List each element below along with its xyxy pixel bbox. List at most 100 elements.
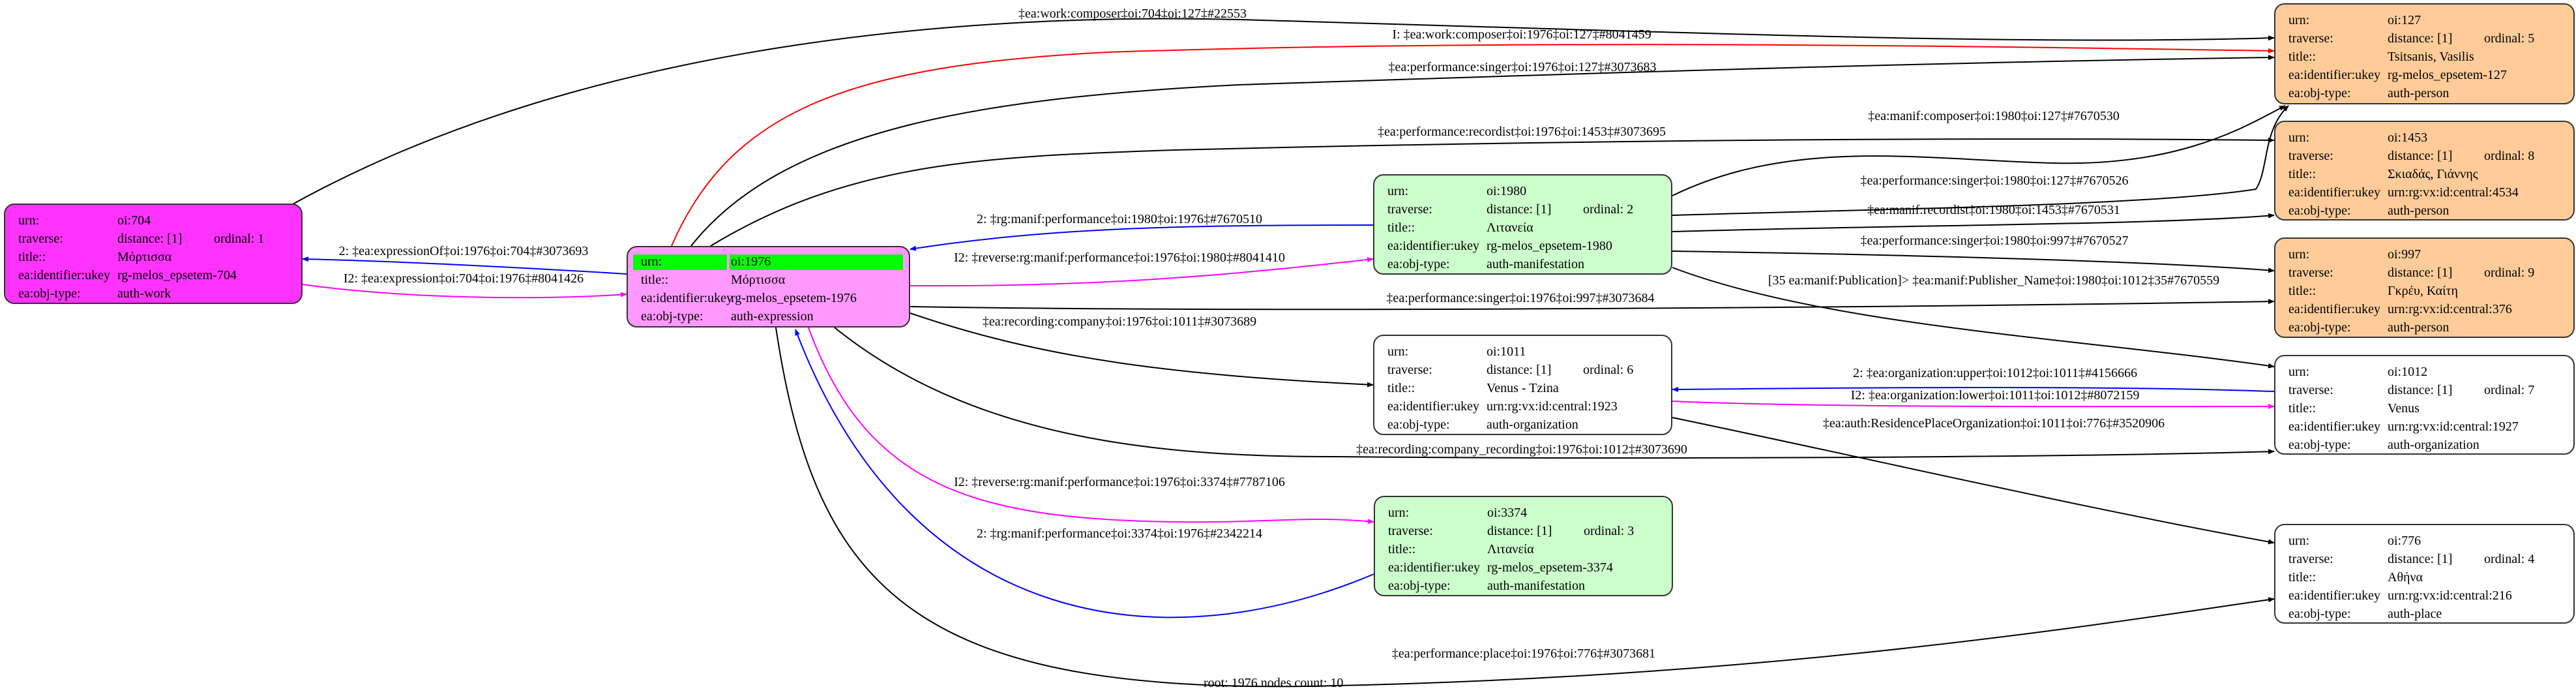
row-key: ea:identifier:ukey (1387, 239, 1480, 253)
node-row-traverse: traverse:distance: [1]ordinal: 2 (1374, 200, 1671, 219)
row-key: traverse: (2288, 383, 2333, 397)
row-key: urn: (18, 213, 40, 228)
row-value: Μόρτισσα (731, 273, 786, 287)
row-ordinal: ordinal: 8 (2484, 149, 2535, 163)
edge-label: ‡ea:performance:singer‡oi:1980‡oi:127‡#7… (1860, 174, 2128, 188)
edge-1980-to-127 (1672, 105, 2289, 216)
row-key: urn: (2288, 130, 2310, 145)
row-value: Venus - Tzina (1487, 381, 1559, 395)
edge-label: ‡ea:performance:place‡oi:1976‡oi:776‡#30… (1392, 647, 1655, 661)
edge-label: 2: ‡rg:manif:performance‡oi:1980‡oi:1976… (977, 212, 1262, 226)
row-key: ea:identifier:ukey (2288, 419, 2381, 434)
node-row-urn: urn:oi:1980 (1374, 182, 1671, 200)
row-key: title:: (1387, 221, 1415, 235)
row-value: Μόρτισσα (117, 250, 172, 264)
row-key: ea:identifier:ukey (1388, 560, 1481, 575)
edge-704-to-1976 (302, 284, 627, 299)
row-key: traverse: (2288, 149, 2333, 163)
edge-label: ‡ea:work:composer‡oi:704‡oi:127‡#22553 (1018, 7, 1247, 21)
row-key: urn: (1388, 506, 1410, 520)
row-key: ea:obj-type: (2288, 438, 2351, 452)
edge-1980-to-1453 (1672, 213, 2275, 232)
row-value: Venus (2388, 401, 2420, 416)
row-value: auth-manifestation (1487, 579, 1585, 593)
row-value: distance: [1] (1487, 363, 1552, 377)
edge-1976-to-1012 (834, 327, 2275, 459)
node-row-type: ea:obj-type:auth-organization (1374, 416, 1671, 434)
row-value: auth-place (2388, 607, 2442, 621)
node-row-title: title::Γκρέυ, Καίτη (2275, 282, 2573, 300)
row-value: urn:rg:vx:id:central:1927 (2388, 419, 2519, 434)
row-value: auth-person (2388, 204, 2450, 218)
row-key: title:: (2288, 570, 2317, 585)
node-row-urn: urn:oi:1976 (628, 252, 909, 271)
node-row-type: ea:obj-type:auth-person (2275, 202, 2573, 220)
node-row-urn: urn:oi:127 (2275, 11, 2573, 29)
row-ordinal: ordinal: 6 (1583, 363, 1634, 377)
node-row-traverse: traverse: distance: [1] ordinal: 4 (2275, 550, 2573, 568)
row-value: distance: [1] (117, 232, 183, 246)
row-key: title:: (641, 273, 669, 287)
row-value: rg-melos_epsetem-127 (2388, 68, 2507, 82)
row-key: traverse: (1387, 363, 1432, 377)
node-row-traverse: traverse:distance: [1]ordinal: 5 (2275, 29, 2573, 48)
row-key: title:: (2288, 401, 2317, 416)
row-key: ea:identifier:ukey (1387, 399, 1480, 414)
row-ordinal: ordinal: 4 (2484, 552, 2535, 566)
row-key: ea:obj-type: (1388, 579, 1451, 593)
row-key: ea:obj-type: (2288, 607, 2351, 621)
edge-label: I: ‡ea:work:composer‡oi:1976‡oi:127‡#804… (1392, 27, 1651, 42)
row-value: distance: [1] (2388, 266, 2453, 280)
row-ordinal: ordinal: 3 (1584, 524, 1635, 538)
edge-label: 2: ‡ea:expressionOf‡oi:1976‡oi:704‡#3073… (339, 244, 589, 258)
edge-label: I2: ‡reverse:rg:manif:performance‡oi:197… (954, 251, 1285, 265)
row-key: ea:obj-type: (641, 309, 703, 324)
row-value: auth-organization (2388, 438, 2480, 452)
edge-label: [35 ea:manif:Publication]> ‡ea:manif:Pub… (1768, 273, 2219, 288)
row-key: ea:identifier:ukey (2288, 302, 2381, 316)
edge-label: ‡ea:performance:recordist‡oi:1976‡oi:145… (1378, 125, 1666, 139)
edge-label: ‡ea:recording:company‡oi:1976‡oi:1011‡#3… (983, 314, 1256, 329)
row-key: ea:obj-type: (1387, 418, 1450, 432)
node-row-title: title::Σκιαδάς, Γιάννης (2275, 165, 2573, 183)
node-row-title: title::Venus - Tzina (1374, 379, 1671, 397)
row-key: ea:identifier:ukey (2288, 588, 2381, 603)
row-value: auth-work (117, 286, 171, 301)
row-ordinal: ordinal: 1 (214, 232, 265, 246)
row-value: Γκρέυ, Καίτη (2388, 284, 2458, 298)
row-key: traverse: (2288, 552, 2333, 566)
node-row-title: title::Λιτανεία (1374, 219, 1671, 237)
edge-1976-to-1011 (910, 312, 1374, 388)
edge-1976-to-127 (671, 44, 2275, 247)
node-row-traverse: traverse:distance: [1]ordinal: 7 (2275, 381, 2573, 399)
node-row-type: ea:obj-type: auth-organization (2275, 436, 2573, 454)
node-row-urn: urn:oi:1012 (2275, 363, 2573, 381)
node-row-type: ea:obj-type:auth-manifestation (1374, 255, 1671, 273)
edge-1976-to-776 (775, 327, 2275, 688)
node-oi-776[interactable]: urn:oi:776 traverse: distance: [1] ordinal:… (2274, 524, 2575, 624)
node-row-urn: urn:oi:776 (2275, 532, 2573, 550)
row-value: oi:1980 (1487, 184, 1527, 198)
edge-label: ‡ea:auth:ResidencePlaceOrganization‡oi:1… (1823, 416, 2165, 431)
node-row-type: ea:obj-type:auth-person (2275, 84, 2573, 102)
row-value: distance: [1] (2388, 552, 2453, 566)
row-key: ea:identifier:ukey (641, 291, 733, 305)
row-key: traverse: (1387, 202, 1432, 217)
row-key: ea:identifier:ukey (18, 268, 111, 282)
node-row-urn: urn:oi:704 (5, 211, 301, 230)
